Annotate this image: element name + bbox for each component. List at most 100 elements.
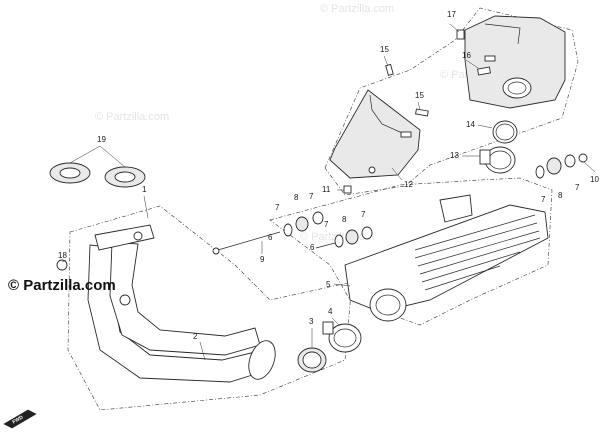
washer-6 bbox=[283, 223, 293, 237]
callout-14: 14 bbox=[466, 120, 475, 129]
callout-7: 7 bbox=[324, 220, 329, 229]
callout-8: 8 bbox=[342, 215, 347, 224]
heat-shield-rib bbox=[484, 23, 521, 45]
part-19-washers bbox=[49, 162, 146, 188]
leader-line bbox=[449, 23, 460, 33]
bolt-9-head bbox=[212, 247, 220, 255]
header-pipe-inner bbox=[109, 241, 261, 356]
callout-15: 15 bbox=[415, 91, 424, 100]
watermark-text: © Partzilla.com bbox=[95, 111, 169, 123]
callout-10: 10 bbox=[590, 175, 599, 184]
callout-8: 8 bbox=[294, 193, 299, 202]
washer-6 bbox=[334, 234, 344, 248]
washer-19-hole bbox=[59, 167, 81, 179]
clamp-4-lug bbox=[322, 321, 334, 335]
part-1-2-header-pipes bbox=[87, 224, 276, 383]
callout-6: 6 bbox=[310, 243, 315, 252]
callout-16: 16 bbox=[462, 51, 471, 60]
washer-8 bbox=[546, 157, 562, 175]
header-bolt-hole bbox=[119, 294, 131, 306]
callout-17: 17 bbox=[447, 10, 456, 19]
header-flange bbox=[94, 224, 155, 251]
leader-line bbox=[199, 341, 206, 361]
leader-line bbox=[465, 59, 479, 69]
callout-7: 7 bbox=[309, 192, 314, 201]
callout-11: 11 bbox=[322, 185, 331, 194]
callout-13: 13 bbox=[450, 151, 459, 160]
leader-line bbox=[583, 161, 596, 173]
fwd-arrow-icon bbox=[3, 409, 37, 429]
heat-shield-slot bbox=[477, 66, 491, 76]
leader-line bbox=[331, 317, 341, 327]
washer-8 bbox=[345, 229, 359, 245]
fwd-label: FWD bbox=[12, 414, 25, 425]
leader-lines bbox=[61, 23, 596, 361]
heat-shield-group-outline bbox=[324, 7, 579, 196]
watermark-text: © Partzilla.com bbox=[320, 3, 394, 15]
header-outlet bbox=[248, 340, 276, 380]
callout-2: 2 bbox=[193, 332, 198, 341]
callout-12: 12 bbox=[404, 180, 413, 189]
clip-15 bbox=[415, 108, 429, 117]
washer-8 bbox=[295, 216, 309, 232]
header-stud bbox=[133, 231, 143, 241]
callout-3: 3 bbox=[309, 317, 314, 326]
heat-shield-port bbox=[502, 77, 532, 99]
clamp-4-inner bbox=[333, 328, 357, 348]
muffler-inlet bbox=[369, 288, 407, 322]
bolt-9-shaft bbox=[217, 231, 281, 251]
bolt-17 bbox=[456, 29, 465, 40]
assembly-outlines bbox=[67, 7, 579, 411]
washer-19-hole bbox=[114, 171, 136, 183]
leader-line bbox=[143, 195, 149, 219]
muffler-rib bbox=[414, 214, 536, 251]
brand-label: © Partzilla.com bbox=[8, 277, 116, 294]
leader-line bbox=[391, 167, 403, 181]
muffler-rib bbox=[417, 230, 540, 267]
heat-shield-port-inner bbox=[507, 81, 527, 95]
bolt-shaft bbox=[315, 242, 336, 249]
callout-6: 6 bbox=[268, 233, 273, 242]
clip-15 bbox=[385, 63, 394, 76]
sleeve-3-hole bbox=[302, 351, 322, 369]
washer-7 bbox=[564, 154, 576, 168]
gasket-ring-14 bbox=[492, 120, 518, 144]
clamp-13-lug bbox=[479, 149, 491, 165]
part-6-9-hardware bbox=[212, 153, 588, 255]
lower-shield-body bbox=[329, 89, 421, 179]
callout-numbers: 17 15 16 15 14 13 19 1 11 12 7 8 7 7 8 7… bbox=[58, 10, 599, 341]
heat-shield-body bbox=[464, 15, 566, 109]
callout-15: 15 bbox=[380, 45, 389, 54]
leader-line bbox=[383, 55, 389, 67]
part-5-muffler bbox=[344, 194, 549, 322]
callout-9: 9 bbox=[260, 255, 265, 264]
header-group-outline bbox=[67, 205, 353, 411]
gasket-18 bbox=[56, 259, 68, 271]
nut-10 bbox=[578, 153, 588, 163]
muffler-rib bbox=[421, 251, 521, 283]
callout-8: 8 bbox=[558, 191, 563, 200]
callout-5: 5 bbox=[326, 280, 331, 289]
leader-line bbox=[69, 145, 101, 164]
clamp-4 bbox=[328, 323, 362, 353]
callout-7: 7 bbox=[275, 203, 280, 212]
part-13-14-clamps bbox=[479, 120, 518, 174]
callout-4: 4 bbox=[328, 307, 333, 316]
part-16-heat-shield bbox=[456, 15, 566, 109]
leader-line bbox=[61, 259, 67, 263]
callout-19: 19 bbox=[97, 135, 106, 144]
muffler-inlet-inner bbox=[375, 294, 401, 316]
callout-1: 1 bbox=[142, 185, 147, 194]
part-3-4-connector bbox=[297, 321, 362, 373]
leader-line bbox=[477, 124, 493, 129]
fwd-badge: FWD bbox=[3, 409, 37, 429]
muffler-rib bbox=[424, 265, 501, 291]
part-12-lower-shield bbox=[329, 63, 429, 179]
muffler-bracket bbox=[439, 194, 473, 223]
leader-line bbox=[99, 145, 126, 168]
callout-18: 18 bbox=[58, 251, 67, 260]
muffler-body bbox=[344, 204, 549, 313]
leader-line bbox=[417, 101, 421, 111]
